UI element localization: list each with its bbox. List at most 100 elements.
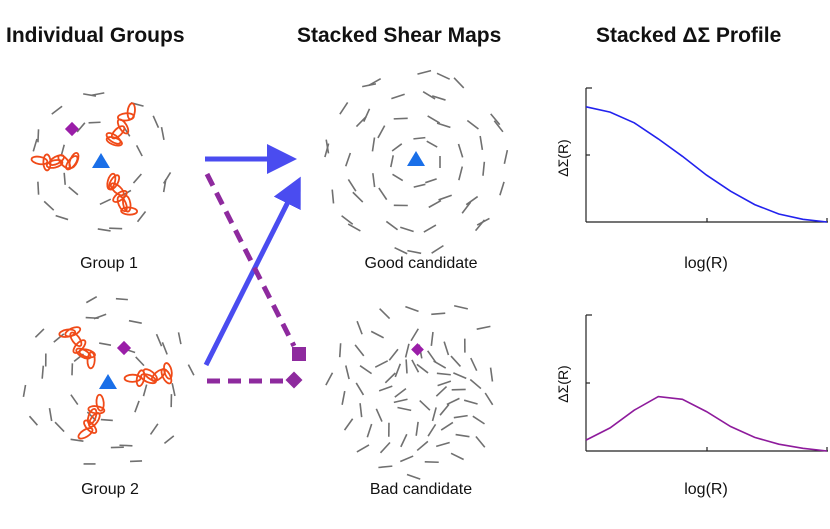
shear-tick	[70, 394, 79, 405]
shear-tick	[435, 441, 450, 448]
group2-bad-center-diamond-icon	[116, 340, 132, 356]
bad-stack-center-diamond-icon	[411, 343, 424, 356]
shear-tick	[397, 406, 412, 412]
shear-tick	[453, 304, 468, 310]
caption-group1: Group 1	[80, 255, 138, 272]
shear-tick	[142, 384, 148, 397]
galaxy-ellipse-icon	[69, 331, 83, 348]
shear-tick	[347, 223, 361, 232]
shear-tick	[413, 136, 426, 140]
shear-tick	[359, 365, 373, 375]
shear-tick	[450, 355, 462, 367]
group2-good-center-triangle-icon	[99, 374, 117, 389]
shear-tick	[465, 195, 479, 206]
shear-tick	[453, 77, 465, 89]
shear-tick	[135, 356, 145, 367]
shear-tick	[54, 421, 65, 433]
shear-tick	[338, 343, 342, 358]
shear-tick	[43, 200, 55, 211]
galaxy-ellipse-icon	[77, 427, 94, 440]
shear-tick	[68, 186, 79, 196]
shear-tick	[100, 418, 113, 422]
shear-tick	[187, 364, 195, 376]
arrow-group1-to-bad	[204, 172, 297, 348]
shear-tick	[347, 178, 357, 192]
shear-tick	[431, 244, 444, 254]
shear-tick	[41, 365, 45, 379]
shear-tick	[423, 224, 437, 233]
shear-tick	[177, 332, 182, 345]
galaxy-ellipse-icon	[140, 373, 157, 385]
shear-tick	[132, 173, 142, 184]
shear-tick	[28, 415, 39, 426]
shear-tick	[469, 378, 482, 390]
shear-tick	[368, 77, 382, 87]
shear-tick	[76, 122, 86, 133]
galaxy-ellipse-icon	[68, 151, 80, 169]
galaxy-ellipse-icon	[116, 118, 130, 135]
shear-tick	[400, 226, 414, 233]
shear-tick	[458, 166, 464, 181]
shear-tick	[436, 122, 451, 129]
shear-tick	[119, 444, 133, 447]
galaxy-ellipse-icon	[120, 206, 139, 216]
galaxy-ellipse-icon	[106, 172, 117, 191]
galaxy-ellipse-icon	[135, 369, 146, 387]
shear-tick	[476, 325, 491, 330]
shear-tick	[325, 139, 330, 154]
shear-tick	[374, 360, 389, 368]
shear-tick	[63, 172, 66, 185]
galaxy-ellipse-icon	[42, 153, 52, 172]
shear-tick	[455, 433, 470, 438]
shear-tick	[22, 384, 27, 397]
shear-tick	[393, 117, 408, 120]
shear-tick	[379, 441, 391, 454]
shear-tick	[427, 115, 441, 124]
shear-tick	[431, 312, 446, 316]
shear-tick	[70, 438, 84, 443]
shear-tick	[430, 331, 434, 346]
shear-tick	[431, 407, 437, 422]
shear-tick	[155, 333, 163, 347]
galaxy-ellipse-icon	[86, 351, 96, 370]
shear-tick	[427, 423, 437, 437]
shear-tick	[419, 399, 431, 411]
shear-tick	[405, 305, 419, 313]
shear-tick	[378, 465, 393, 469]
galaxy-ellipse-icon	[116, 195, 128, 213]
arrow-group2-to-good	[203, 176, 301, 367]
galaxy-ellipse-icon	[30, 155, 49, 166]
shear-tick	[474, 219, 486, 232]
arrow-group1-to-bad-head-icon	[292, 347, 306, 361]
shear-tick	[417, 69, 432, 75]
good-profile-curve	[585, 106, 828, 223]
galaxy-ellipse-icon	[126, 102, 136, 121]
shear-tick	[399, 455, 414, 463]
shear-tick	[352, 191, 364, 203]
shear-tick	[436, 372, 451, 376]
shear-tick	[341, 390, 346, 405]
shear-tick	[400, 433, 408, 448]
shear-tick	[422, 90, 436, 100]
shear-tick	[407, 249, 422, 255]
shear-tick	[416, 363, 429, 374]
shear-tick	[136, 210, 147, 223]
shear-tick	[51, 105, 63, 115]
shear-tick	[149, 423, 159, 435]
ylabel-bottom: ΔΣ(R)	[555, 365, 571, 403]
galaxy-ellipse-icon	[45, 159, 64, 169]
shear-tick	[363, 108, 371, 122]
shear-tick	[482, 161, 486, 176]
shear-tick	[433, 360, 447, 369]
shear-tick	[171, 383, 176, 397]
shear-tick	[325, 372, 334, 386]
shear-tick	[450, 452, 464, 461]
shear-tick	[493, 120, 504, 133]
galaxy-ellipse-icon	[109, 182, 125, 197]
shear-tick	[427, 350, 437, 363]
shear-tick	[55, 214, 69, 221]
shear-tick	[411, 359, 420, 373]
shear-tick	[354, 344, 365, 357]
shear-tick	[162, 179, 167, 193]
shear-tick	[479, 135, 484, 150]
